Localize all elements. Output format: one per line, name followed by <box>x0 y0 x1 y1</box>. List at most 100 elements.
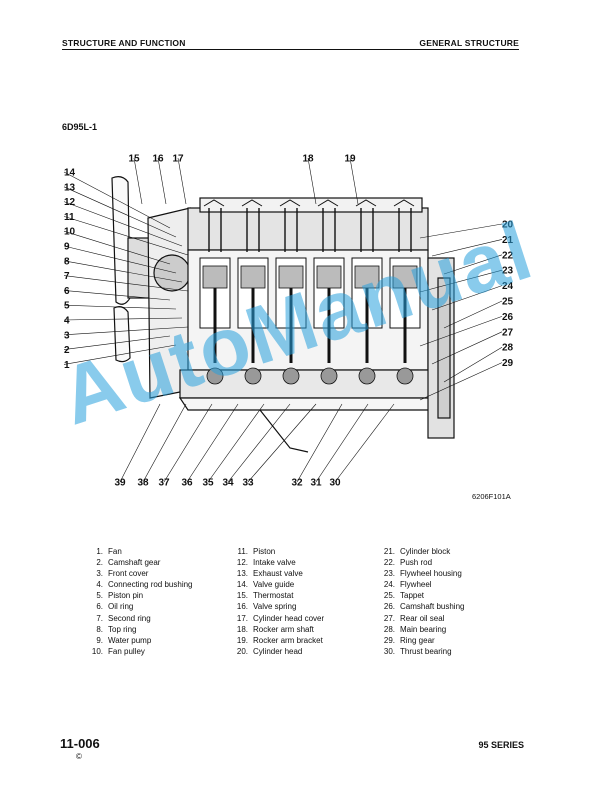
leader-line <box>419 269 503 293</box>
leader-line <box>419 223 503 239</box>
legend-label: Intake valve <box>253 558 296 568</box>
leader-line <box>63 230 171 265</box>
callout-4: 4 <box>64 316 70 327</box>
callout-29: 29 <box>502 358 514 369</box>
callout-27: 27 <box>502 327 514 338</box>
fan-pulley <box>127 237 151 299</box>
legend-number: 3. <box>96 569 103 579</box>
callout-1: 1 <box>64 360 70 371</box>
leader-line <box>334 403 395 483</box>
crank-journal <box>244 367 262 385</box>
legend-label: Thrust bearing <box>400 646 452 656</box>
callout-13: 13 <box>64 182 76 193</box>
leader-line <box>63 317 183 321</box>
callout-38: 38 <box>137 478 149 489</box>
legend-number: 28. <box>383 624 395 634</box>
legend-number: 19. <box>236 635 248 645</box>
leader-line <box>63 275 189 292</box>
callout-10: 10 <box>64 227 76 238</box>
fan-blade-upper <box>111 176 131 305</box>
callout-30: 30 <box>329 478 341 489</box>
model-label: 6D95L-1 <box>62 122 98 132</box>
callout-23: 23 <box>502 266 514 277</box>
legend-label: Main bearing <box>400 624 447 634</box>
legend-label: Fan <box>108 547 122 556</box>
rocker-arm <box>241 199 263 207</box>
leader-line <box>163 403 213 483</box>
leader-line <box>63 201 183 247</box>
legend-number: 13. <box>236 569 248 579</box>
legend-item: 20.Cylinder head <box>227 646 324 657</box>
legend-label: Flywheel <box>400 580 432 590</box>
legend-label: Tappet <box>400 591 425 601</box>
leader-line <box>63 245 177 274</box>
callout-22: 22 <box>502 250 514 261</box>
leader-line <box>63 260 183 283</box>
legend-item: 27.Rear oil seal <box>374 613 464 624</box>
legend-number: 21. <box>383 547 395 556</box>
leader-line <box>63 290 171 301</box>
crank-journal <box>206 367 224 385</box>
legend-item: 19.Rocker arm bracket <box>227 635 324 646</box>
legend-item: 4.Connecting rod bushing <box>82 579 193 590</box>
legend-label: Camshaft gear <box>108 558 161 568</box>
piston <box>202 265 228 289</box>
legend-number: 24. <box>383 580 395 590</box>
rocker-arm <box>317 199 339 207</box>
fan-blade-lower <box>113 306 131 363</box>
legend-label: Valve guide <box>253 580 295 590</box>
legend-number: 20. <box>236 646 248 656</box>
legend-label: Flywheel housing <box>400 569 462 579</box>
oil-pan <box>178 397 440 411</box>
callout-28: 28 <box>502 343 514 354</box>
legend-number: 14. <box>236 580 248 590</box>
crank-journal <box>396 367 414 385</box>
legend-number: 7. <box>96 613 103 623</box>
callout-20: 20 <box>502 220 514 231</box>
legend-item: 8.Top ring <box>82 624 193 635</box>
callout-26: 26 <box>502 312 514 323</box>
legend-label: Oil ring <box>108 602 134 612</box>
leader-line <box>431 239 503 257</box>
callout-16: 16 <box>152 154 164 165</box>
header-right: GENERAL STRUCTURE <box>419 38 519 48</box>
legend-item: 21.Cylinder block <box>374 546 464 557</box>
legend-number: 9. <box>96 635 103 645</box>
legend-number: 30. <box>383 646 395 656</box>
leader-line <box>315 403 369 483</box>
valves <box>203 199 415 252</box>
callout-9: 9 <box>64 242 70 253</box>
legend-item: 14. Valve guide <box>227 579 324 590</box>
leader-line <box>227 403 291 483</box>
crank-journal <box>358 367 376 385</box>
rocker-arm <box>393 199 415 207</box>
crank-journal <box>282 367 300 385</box>
callout-3: 3 <box>64 330 70 341</box>
legend-number: 26. <box>383 602 395 612</box>
copyright-mark: © <box>76 752 82 761</box>
leader-line <box>247 403 317 483</box>
leader-line <box>431 285 503 311</box>
leader-line <box>63 326 189 336</box>
flywheel <box>437 277 451 419</box>
legend-number: 25. <box>383 591 395 601</box>
cylinder-head-cover <box>199 197 423 213</box>
rocker-arm <box>279 199 301 207</box>
leader-line <box>177 157 187 205</box>
header-rule <box>62 49 519 50</box>
legend-label: Connecting rod bushing <box>108 580 193 590</box>
legend-item: 22.Push rod <box>374 557 464 568</box>
legend-number: 23. <box>383 569 395 579</box>
legend-item: 26.Camshaft bushing <box>374 601 465 612</box>
rocker-arm <box>355 199 377 207</box>
legend-number: 16. <box>236 602 248 612</box>
legend-number: 1. <box>96 547 103 556</box>
leader-line <box>142 403 187 483</box>
callout-17: 17 <box>172 154 184 165</box>
callout-18: 18 <box>302 154 314 165</box>
callout-31: 31 <box>310 478 322 489</box>
callout-39: 39 <box>114 478 126 489</box>
